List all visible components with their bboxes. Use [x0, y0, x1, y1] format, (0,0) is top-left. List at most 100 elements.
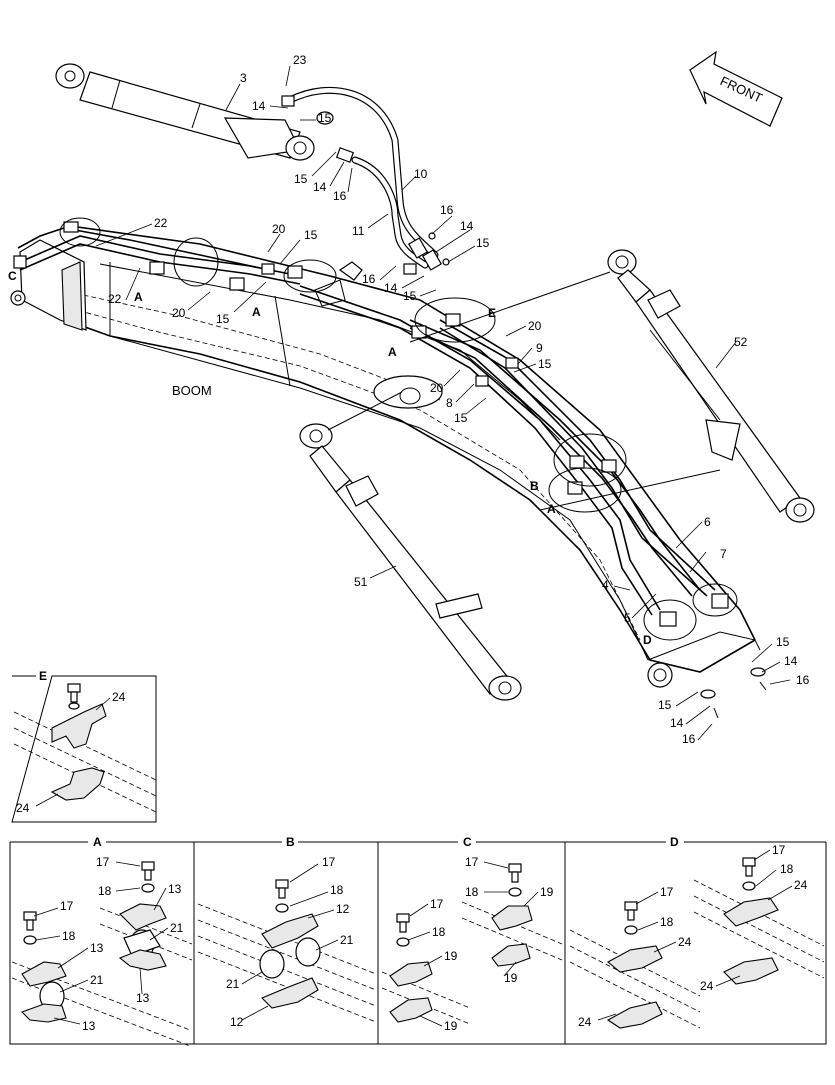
boom-label: BOOM	[172, 383, 212, 398]
callout-19: 19	[444, 1019, 458, 1033]
callout-24: 24	[16, 801, 30, 815]
callout-12: 12	[230, 1015, 244, 1029]
callout-15: 15	[403, 289, 417, 303]
callout-17: 17	[660, 885, 674, 899]
callout-24: 24	[578, 1015, 592, 1029]
detail-b: B 17 18 12 21 21 12	[197, 835, 377, 1029]
detail-d-letter: D	[670, 835, 679, 849]
detail-c: C 17 18 19 17 18 19 19 19	[381, 835, 563, 1033]
detail-e-letter: E	[39, 669, 47, 683]
callout-15: 15	[476, 236, 490, 250]
callout-15: 15	[318, 111, 332, 125]
fittings-upper	[403, 232, 450, 275]
detail-a: A 17 18 13 17 21 18 13 21 13 1	[11, 835, 193, 1047]
callout-16: 16	[682, 732, 696, 746]
callout-17: 17	[772, 843, 786, 857]
callout-20: 20	[430, 381, 444, 395]
callout-14: 14	[784, 654, 798, 668]
boom-cylinder-52	[607, 249, 815, 523]
detail-c-letter: C	[463, 835, 472, 849]
callout-4: 4	[602, 578, 609, 592]
main-leaders	[95, 65, 791, 741]
letter-a: A	[547, 502, 556, 516]
callout-17: 17	[430, 897, 444, 911]
callout-18: 18	[660, 915, 674, 929]
detail-e: E 24 24	[11, 669, 157, 823]
callout-19: 19	[444, 949, 458, 963]
main-callouts: 23 3 14 15 15 14 16 10 11 16 14 15 16 14…	[108, 53, 810, 746]
callout-11: 11	[352, 224, 365, 238]
callout-21: 21	[90, 973, 104, 987]
callout-18: 18	[432, 925, 446, 939]
callout-21: 21	[226, 977, 240, 991]
letter-a: A	[134, 290, 143, 304]
callout-17: 17	[465, 855, 479, 869]
boom-right-pipes	[299, 271, 738, 641]
callout-19: 19	[504, 971, 518, 985]
callout-17: 17	[322, 855, 336, 869]
callout-7: 7	[720, 547, 727, 561]
callout-22: 22	[108, 292, 122, 306]
callout-14: 14	[313, 180, 327, 194]
callout-10: 10	[414, 167, 428, 181]
callout-24: 24	[794, 878, 808, 892]
letter-d: D	[643, 633, 652, 647]
callout-52: 52	[734, 335, 748, 349]
bolts-lower	[700, 667, 767, 719]
callout-17: 17	[60, 899, 74, 913]
callout-51: 51	[354, 575, 368, 589]
callout-16: 16	[440, 203, 454, 217]
callout-16: 16	[796, 673, 810, 687]
callout-16: 16	[333, 189, 347, 203]
callout-24: 24	[700, 979, 714, 993]
callout-6: 6	[704, 515, 711, 529]
callout-13: 13	[136, 991, 150, 1005]
callout-15: 15	[294, 172, 308, 186]
callout-5: 5	[624, 611, 631, 625]
callout-15: 15	[538, 357, 552, 371]
arm-hoses	[281, 86, 439, 269]
letter-c: C	[8, 269, 17, 283]
callout-15: 15	[658, 698, 672, 712]
callout-8: 8	[446, 396, 453, 410]
callout-13: 13	[168, 882, 182, 896]
detail-d: D 17 18 24 17 18 24 24 24	[569, 835, 825, 1029]
callout-12: 12	[336, 902, 350, 916]
boom-left-pipes	[13, 217, 337, 293]
callout-22: 22	[154, 216, 168, 230]
letter-a: A	[388, 345, 397, 359]
letter-a: A	[252, 305, 261, 319]
callout-14: 14	[252, 99, 266, 113]
callout-14: 14	[384, 281, 398, 295]
main-letters: C A A A E B A D	[8, 269, 652, 647]
callout-18: 18	[330, 883, 344, 897]
callout-14: 14	[460, 219, 474, 233]
callout-15: 15	[776, 635, 790, 649]
letter-e: E	[488, 306, 496, 320]
arm-cylinder	[55, 63, 334, 161]
callout-9: 9	[536, 341, 543, 355]
callout-21: 21	[340, 933, 354, 947]
callout-3: 3	[240, 71, 247, 85]
detail-b-letter: B	[286, 835, 295, 849]
callout-13: 13	[82, 1019, 96, 1033]
letter-b: B	[530, 479, 539, 493]
callout-20: 20	[172, 306, 186, 320]
callout-18: 18	[98, 884, 112, 898]
front-arrow: FRONT	[689, 50, 783, 127]
callout-17: 17	[96, 855, 110, 869]
callout-18: 18	[780, 862, 794, 876]
callout-19: 19	[540, 885, 554, 899]
callout-23: 23	[293, 53, 307, 67]
callout-20: 20	[528, 319, 542, 333]
callout-14: 14	[670, 716, 684, 730]
detail-a-letter: A	[93, 835, 102, 849]
callout-20: 20	[272, 222, 286, 236]
boom-cylinder-51	[299, 391, 522, 701]
callout-15: 15	[454, 411, 468, 425]
callout-21: 21	[170, 921, 184, 935]
callout-13: 13	[90, 941, 104, 955]
detail-frames	[9, 841, 827, 1045]
